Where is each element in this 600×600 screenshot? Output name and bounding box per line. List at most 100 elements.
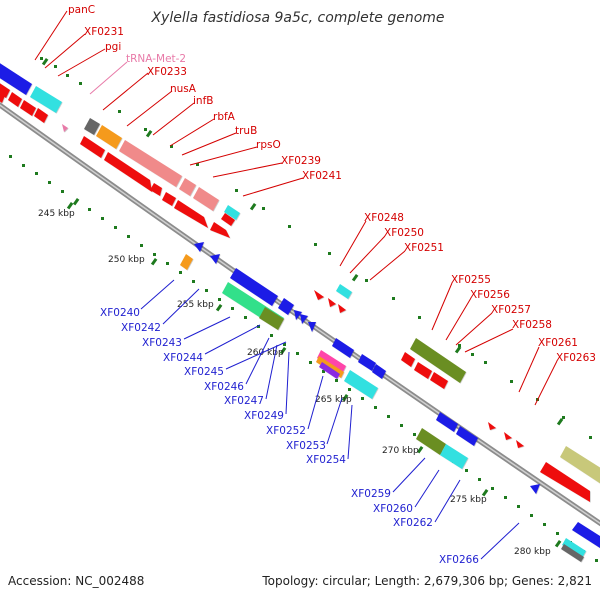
gene-label: XF0246 [204,381,244,393]
cog-bar [96,125,122,149]
gene-label: XF0249 [244,410,284,422]
kbp-label: 250 kbp [108,255,145,265]
reverse-arrow [530,484,540,494]
gene-label: XF0260 [373,503,413,515]
gene-label: XF0241 [302,170,342,182]
forward-arrow [516,440,524,448]
reverse-arrow [572,522,600,548]
trna-leader-line [89,61,128,95]
gene-label: XF0240 [100,307,140,319]
forward-arrow [20,100,36,116]
cog-bar [317,350,346,374]
cog-bar [0,63,32,95]
gene-label: rpsO [256,139,281,151]
gene-label: XF0252 [266,425,306,437]
gene-label: XF0247 [224,395,264,407]
forward-arrow [540,462,590,502]
reverse-arrow [210,254,220,264]
gene-label: XF0263 [556,352,596,364]
forward-arrow [210,222,230,238]
forward-arrow [328,298,336,307]
reverse-arrow [436,412,458,432]
gene-label: XF0253 [286,440,326,452]
forward-arrow [8,92,22,107]
reverse-leader-lines [140,279,520,560]
gene-label: XF0266 [439,554,479,566]
topology-text: Topology: circular; Length: 2,679,306 bp… [261,574,592,588]
kbp-label: 255 kbp [177,300,214,310]
reverse-arrow [332,338,354,358]
reverse-arrow [278,298,294,315]
cog-bar [562,538,586,558]
gene-label: XF0261 [538,337,578,349]
forward-arrow [221,213,235,226]
cog-bar [319,362,340,379]
gene-label: XF0248 [364,212,404,224]
kbp-label: 265 kbp [315,395,352,405]
cog-bar [84,118,100,135]
accession-text: Accession: NC_002488 [8,574,144,588]
cog-bar [440,444,468,469]
cog-bar [560,446,600,484]
trna-marker [62,124,68,132]
gene-label: XF0243 [142,337,182,349]
gene-label: XF0262 [393,517,433,529]
forward-cog-bars [0,63,600,484]
reverse-arrow [372,364,386,379]
forward-arrow [34,108,48,123]
reverse-arrow [300,314,308,324]
cog-bar [344,370,378,399]
gene-label: XF0250 [384,227,424,239]
gene-label: XF0251 [404,242,444,254]
forward-arrow [504,432,512,440]
reverse-cog-bars [180,254,586,562]
gene-label: XF0255 [451,274,491,286]
cog-bar [416,428,446,455]
gene-label: XF0244 [163,352,203,364]
forward-arrow [162,192,176,206]
cog-bar [224,205,240,220]
gene-label: nusA [170,83,197,95]
gene-label: XF0242 [121,322,161,334]
reverse-arrow [230,268,278,306]
gene-label: infB [193,95,213,107]
reverse-gene-arrows [194,242,600,548]
cog-bar [119,140,182,187]
gene-label: truB [235,125,257,137]
outer-tick-ring [40,57,592,439]
forward-arrow [338,304,346,313]
gene-label: pgi [105,41,121,53]
cog-bar [180,254,193,270]
gene-label: tRNA-Met-2 [126,53,186,65]
forward-arrow [430,372,448,389]
kbp-label: 270 kbp [382,446,419,456]
forward-arrow [104,152,152,192]
reverse-arrow [456,426,478,446]
kbp-label: 260 kbp [247,348,284,358]
gene-label: XF0257 [491,304,531,316]
reverse-arrow [194,242,204,252]
gene-label: XF0245 [184,366,224,378]
kbp-ticks [66,201,562,548]
gene-label: XF0233 [147,66,187,78]
gene-label: XF0254 [306,454,346,466]
forward-labels: panC XF0231 pgi tRNA-Met-2 XF0233 nusA i… [68,4,596,364]
kbp-label: 245 kbp [38,209,75,219]
forward-arrow [174,200,208,228]
backbone-inner [0,104,600,525]
reverse-labels: XF0240 XF0242 XF0243 XF0244 XF0245 XF024… [100,307,479,566]
cog-bar [193,187,219,211]
forward-arrow [314,290,324,300]
forward-arrow [414,362,432,379]
cog-bar [410,338,466,383]
reverse-arrow [358,354,376,371]
forward-arrow [488,422,496,430]
forward-gene-arrows [0,83,590,502]
forward-arrow [401,352,415,367]
forward-leader-lines [34,10,558,406]
gene-label: XF0258 [512,319,552,331]
gene-label: XF0239 [281,155,321,167]
reverse-arrow [294,310,302,320]
gene-label: rbfA [213,111,236,123]
